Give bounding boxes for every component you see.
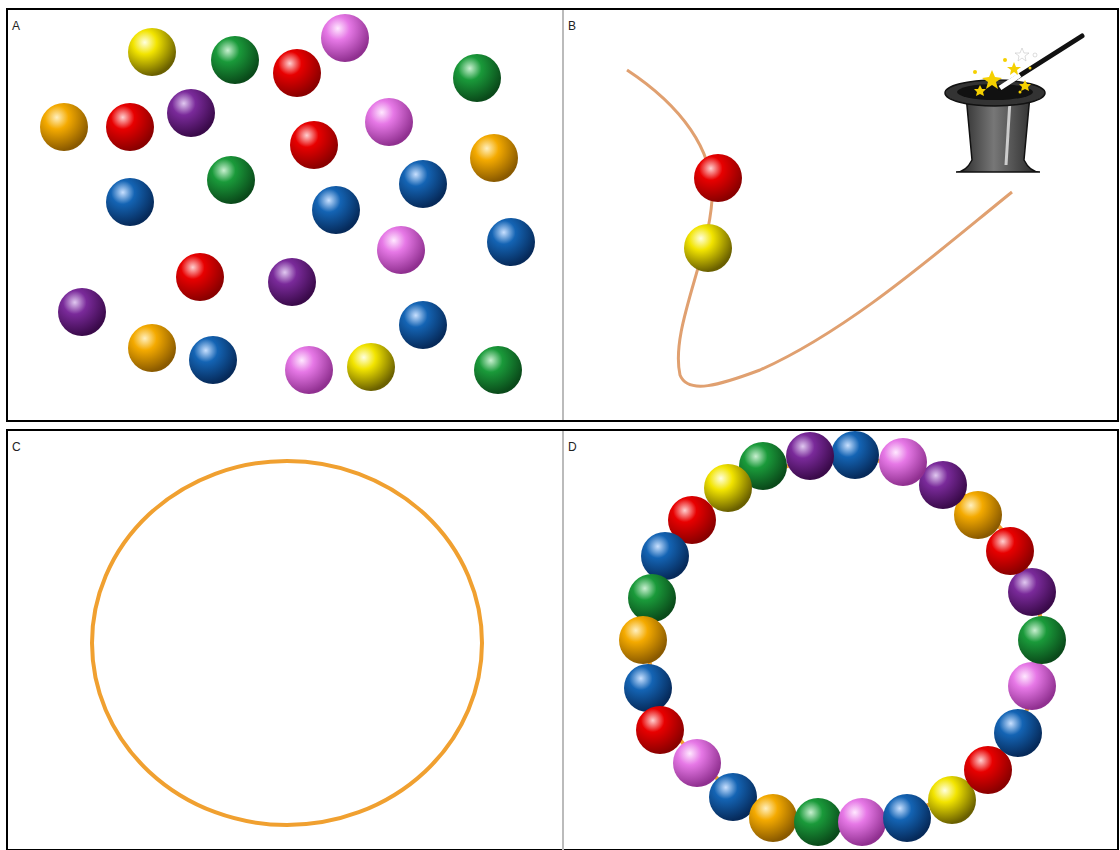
bead [1018,616,1066,664]
bead [167,89,215,137]
bead [964,746,1012,794]
bead [986,527,1034,575]
bead [176,253,224,301]
bead [879,438,927,486]
bead [1008,568,1056,616]
bead [994,709,1042,757]
bead [40,103,88,151]
bead [399,301,447,349]
bead [831,431,879,479]
panel-frame [7,430,1118,850]
bead [470,134,518,182]
panel-frame [7,9,1118,421]
panel-divider [562,10,564,420]
bead [619,616,667,664]
bead [794,798,842,846]
bead [290,121,338,169]
bead [321,14,369,62]
panel-divider [562,431,564,850]
string-loop [92,461,482,825]
bead [749,794,797,842]
bead [487,218,535,266]
bead-ring [619,431,1066,846]
magic-hat [945,36,1082,172]
bead [268,258,316,306]
bead [1008,662,1056,710]
bead [273,49,321,97]
bead [453,54,501,102]
bead [694,154,742,202]
bead [128,28,176,76]
loose-beads [40,14,535,394]
string-loop [648,458,1042,822]
bead [347,343,395,391]
bead [838,798,886,846]
bead [207,156,255,204]
panel-letter: C [12,440,21,454]
bead [786,432,834,480]
bead [474,346,522,394]
bead [211,36,259,84]
bead [399,160,447,208]
panel-letter: D [568,440,577,454]
panel-letter: A [12,19,20,33]
bead [189,336,237,384]
bead [636,706,684,754]
bead [919,461,967,509]
bead [673,739,721,787]
bead [365,98,413,146]
bead [106,103,154,151]
bead [106,178,154,226]
bead [285,346,333,394]
bead [128,324,176,372]
bead [641,532,689,580]
string [627,70,1012,386]
bead [312,186,360,234]
bead [628,574,676,622]
bead [377,226,425,274]
bead [684,224,732,272]
bead [58,288,106,336]
panel-letter: B [568,19,576,33]
bead [704,464,752,512]
bead [883,794,931,842]
bead [624,664,672,712]
